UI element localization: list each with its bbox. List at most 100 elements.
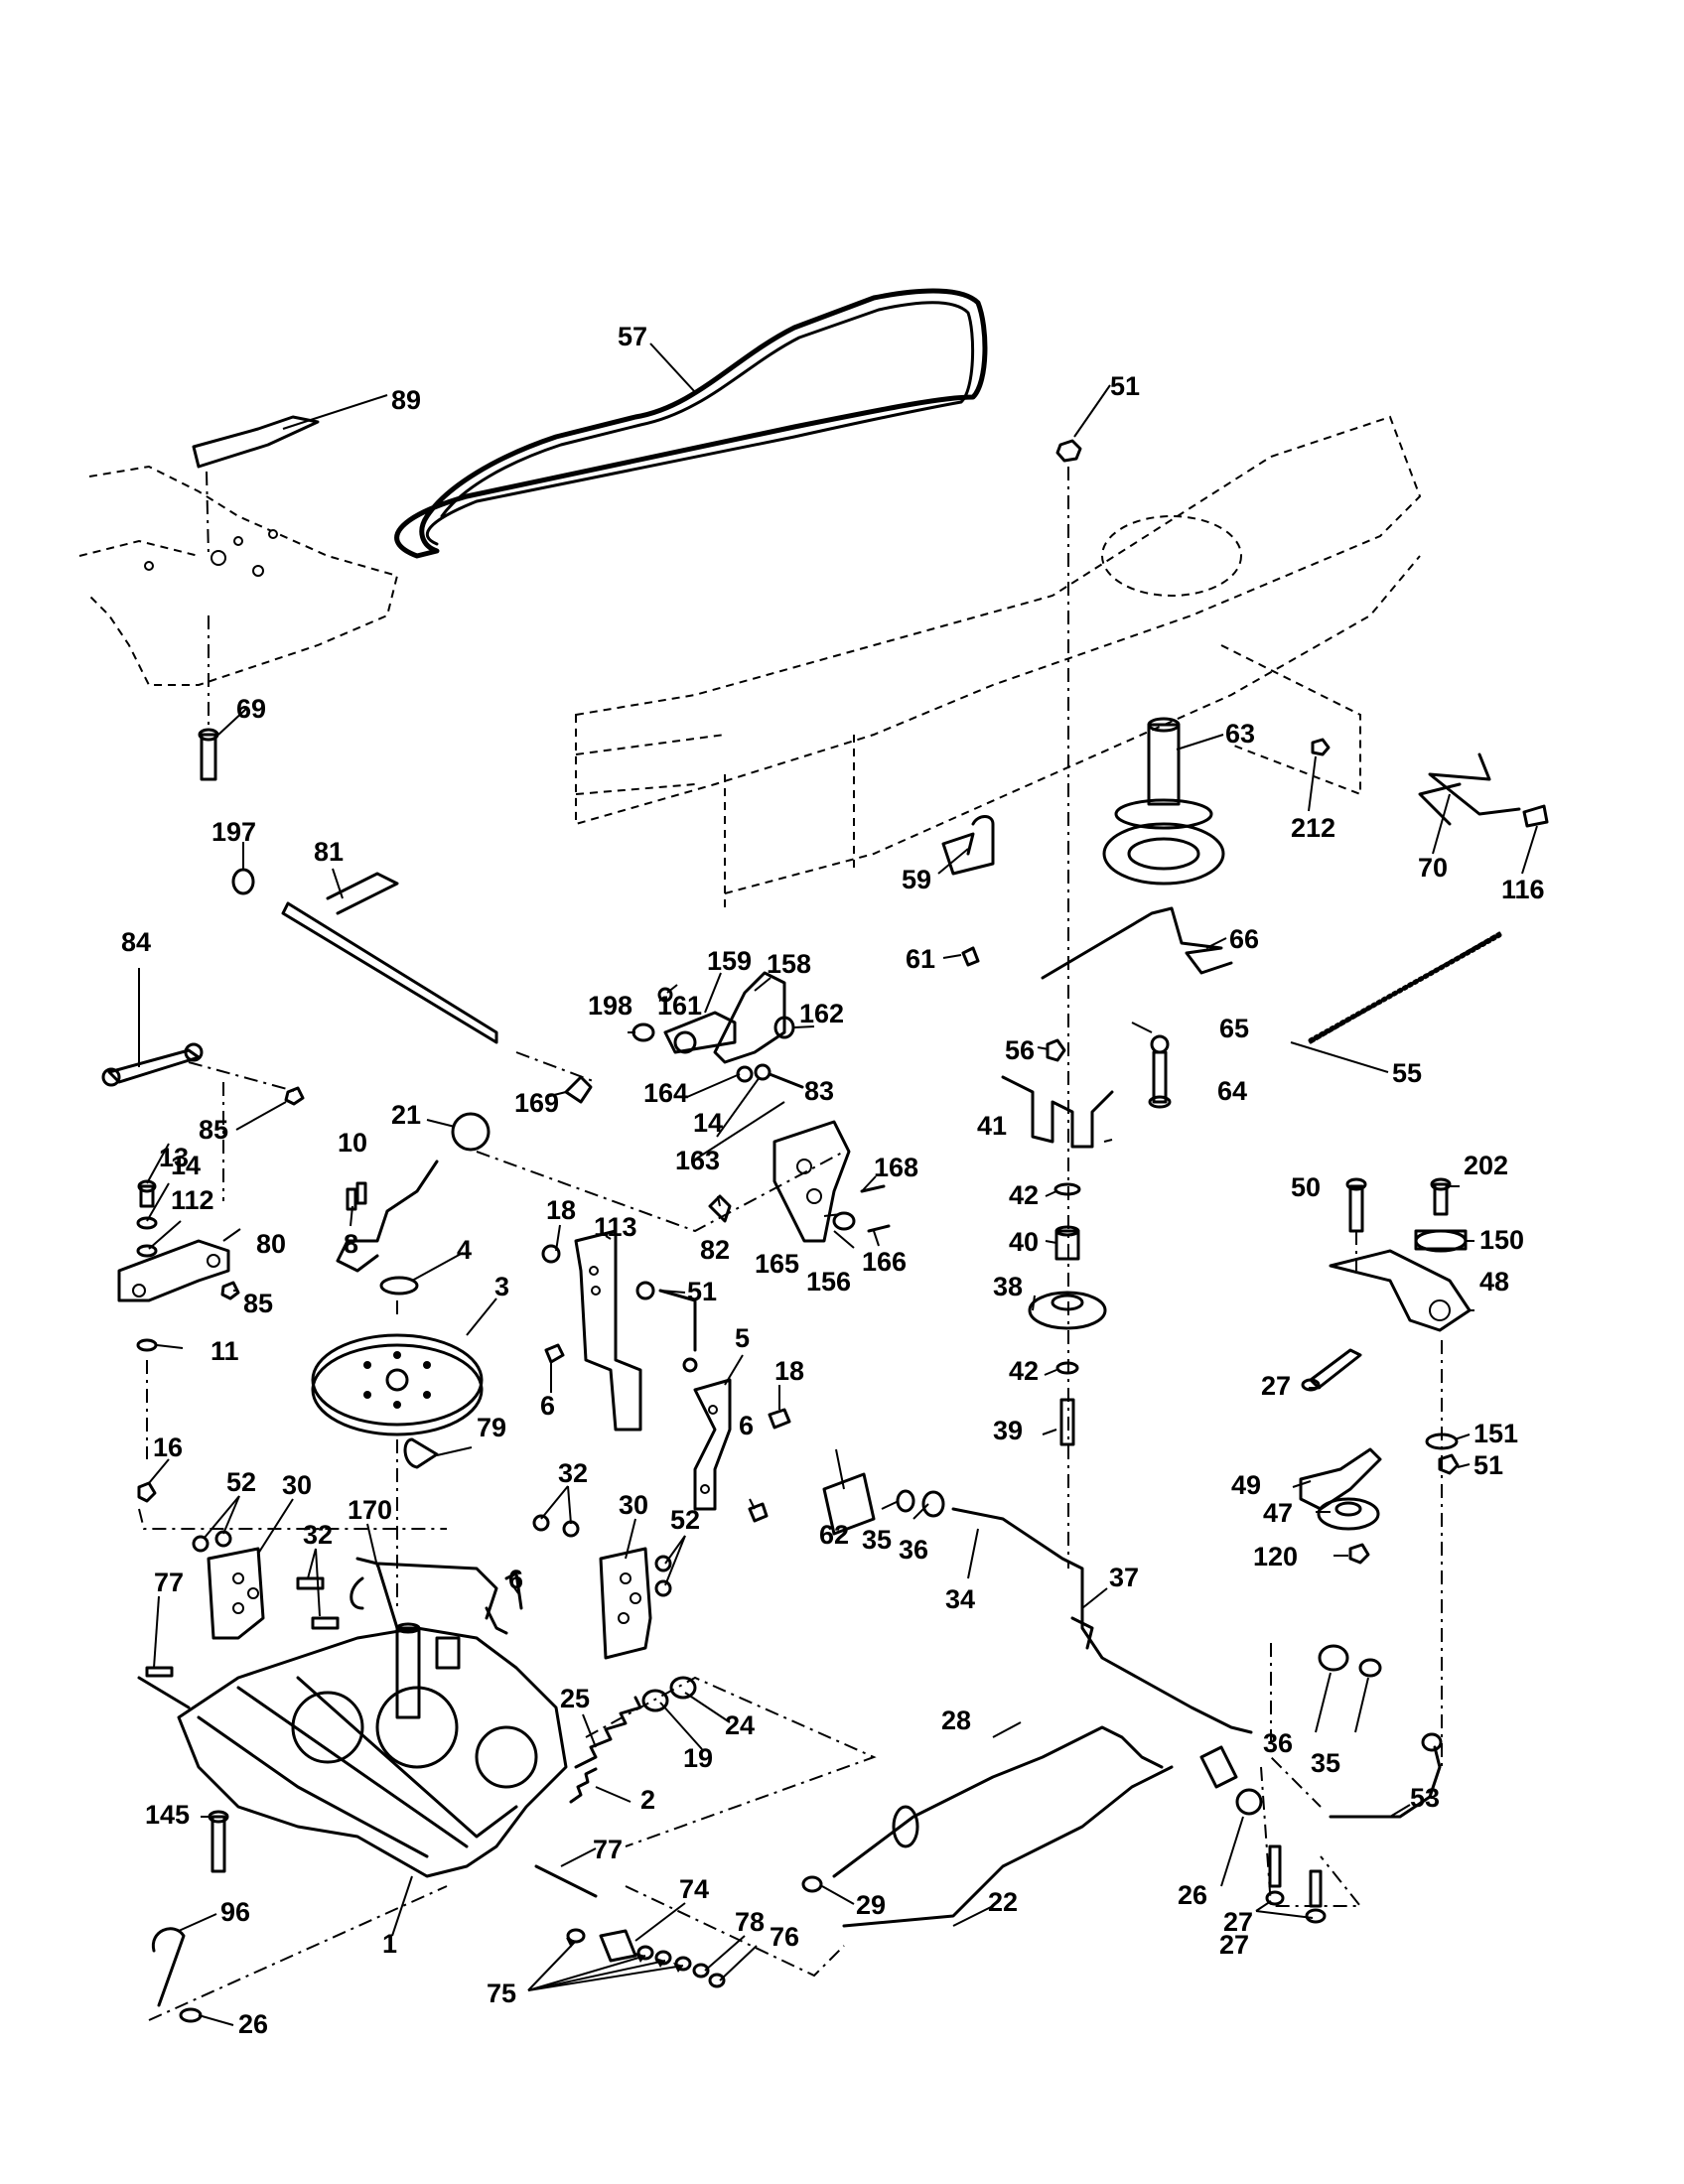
callout-65: 65	[1219, 1014, 1249, 1043]
callout-24: 24	[725, 1710, 755, 1740]
callout-78: 78	[735, 1907, 765, 1937]
callout-61: 61	[906, 944, 935, 974]
callout-169: 169	[514, 1088, 559, 1118]
callout-19: 19	[683, 1743, 713, 1773]
callout-79: 79	[477, 1413, 506, 1442]
callout-70: 70	[1418, 853, 1448, 883]
callout-26-left: 26	[238, 2009, 268, 2039]
callout-6-left: 6	[540, 1391, 555, 1421]
callout-38: 38	[993, 1272, 1023, 1301]
callout-163: 163	[675, 1146, 720, 1175]
right-bracket	[532, 1514, 672, 1660]
left-column-parts	[101, 728, 498, 1459]
callout-66: 66	[1229, 924, 1259, 954]
callout-77-lower: 77	[593, 1835, 623, 1864]
callout-42-upper: 42	[1009, 1180, 1039, 1210]
callout-27-lower: 27	[1223, 1907, 1253, 1937]
callout-39: 39	[993, 1416, 1023, 1445]
callout-76: 76	[770, 1922, 799, 1952]
transmission-pulley	[311, 1276, 484, 1608]
callout-198: 198	[588, 991, 632, 1021]
callout-4: 4	[457, 1235, 472, 1265]
callout-6-center: 6	[739, 1411, 754, 1440]
callout-51: 51	[1110, 371, 1140, 401]
right-upper-parts	[1041, 439, 1549, 1569]
callout-18-lower: 18	[774, 1356, 804, 1386]
callout-59: 59	[902, 865, 931, 894]
callout-52-right: 52	[670, 1505, 700, 1535]
callout-14-left: 14	[171, 1151, 201, 1180]
callout-162: 162	[799, 999, 844, 1028]
callout-89: 89	[391, 385, 421, 415]
callout-120: 120	[1253, 1542, 1298, 1571]
callout-166: 166	[862, 1247, 907, 1277]
callout-170: 170	[348, 1495, 392, 1525]
springs	[569, 1676, 877, 1847]
center-right-stack	[941, 815, 1114, 1446]
callout-83: 83	[804, 1076, 834, 1106]
callout-51-right: 51	[1474, 1450, 1503, 1480]
callout-161: 161	[657, 991, 702, 1021]
callout-36-right: 36	[1263, 1728, 1293, 1758]
callout-80: 80	[256, 1229, 286, 1259]
callout-64: 64	[1217, 1076, 1247, 1106]
callout-29: 29	[856, 1890, 886, 1920]
callout-197: 197	[211, 817, 256, 847]
callout-8: 8	[344, 1229, 358, 1259]
tractor-frame	[575, 415, 1422, 913]
callout-21: 21	[391, 1100, 421, 1130]
callout-159: 159	[707, 946, 752, 976]
callout-145: 145	[145, 1800, 190, 1830]
callout-35-center: 35	[862, 1525, 892, 1555]
linkage-rods	[801, 1472, 1443, 1928]
callout-22: 22	[988, 1887, 1018, 1917]
callout-37: 37	[1109, 1563, 1139, 1592]
callout-63: 63	[1225, 719, 1255, 749]
callout-1: 1	[382, 1929, 397, 1959]
center-upper-parts	[336, 971, 891, 1273]
callout-150: 150	[1479, 1225, 1524, 1255]
callout-51-center: 51	[687, 1277, 717, 1306]
callout-27-right: 27	[1261, 1371, 1291, 1401]
drive-belt	[394, 288, 988, 559]
callout-74: 74	[679, 1874, 709, 1904]
callout-165: 165	[755, 1249, 799, 1279]
callout-77-upper: 77	[154, 1568, 184, 1597]
callout-labels: 57 89 51 69 63 212 70 116 197 81 59 61 6…	[121, 322, 1545, 2039]
transmission	[137, 1557, 598, 1898]
callout-13: 13	[159, 1143, 189, 1172]
callout-32-right: 32	[558, 1458, 588, 1488]
callout-52-left: 52	[226, 1467, 256, 1497]
right-lower-parts	[1299, 1177, 1472, 1767]
callout-96: 96	[220, 1897, 250, 1927]
callout-40: 40	[1009, 1227, 1039, 1257]
callout-53: 53	[1410, 1783, 1440, 1813]
callout-164: 164	[643, 1078, 688, 1108]
callout-18-upper: 18	[546, 1195, 576, 1225]
callout-47: 47	[1263, 1498, 1293, 1528]
leader-lines	[138, 342, 1538, 2026]
callout-113: 113	[594, 1212, 637, 1242]
callout-158: 158	[767, 949, 811, 979]
callout-27-bottom: 27	[1219, 1930, 1249, 1960]
callout-75-arrows	[566, 1938, 683, 1973]
callout-5: 5	[735, 1323, 750, 1353]
callout-116: 116	[1501, 875, 1545, 904]
callout-49: 49	[1231, 1470, 1261, 1500]
callout-62: 62	[819, 1520, 849, 1550]
callout-35-right: 35	[1311, 1748, 1340, 1778]
callout-25: 25	[560, 1684, 590, 1713]
callout-41: 41	[977, 1111, 1007, 1141]
callout-30-right: 30	[619, 1490, 648, 1520]
callout-56: 56	[1005, 1035, 1035, 1065]
callout-75: 75	[487, 1979, 516, 2008]
callout-85-lower: 85	[243, 1289, 273, 1318]
callout-42-lower: 42	[1009, 1356, 1039, 1386]
callout-2: 2	[640, 1785, 655, 1815]
control-brackets	[541, 1229, 791, 1523]
callout-28: 28	[941, 1706, 971, 1735]
fender-outline	[78, 415, 399, 725]
callout-84: 84	[121, 927, 151, 957]
callout-85-upper: 85	[199, 1115, 228, 1145]
